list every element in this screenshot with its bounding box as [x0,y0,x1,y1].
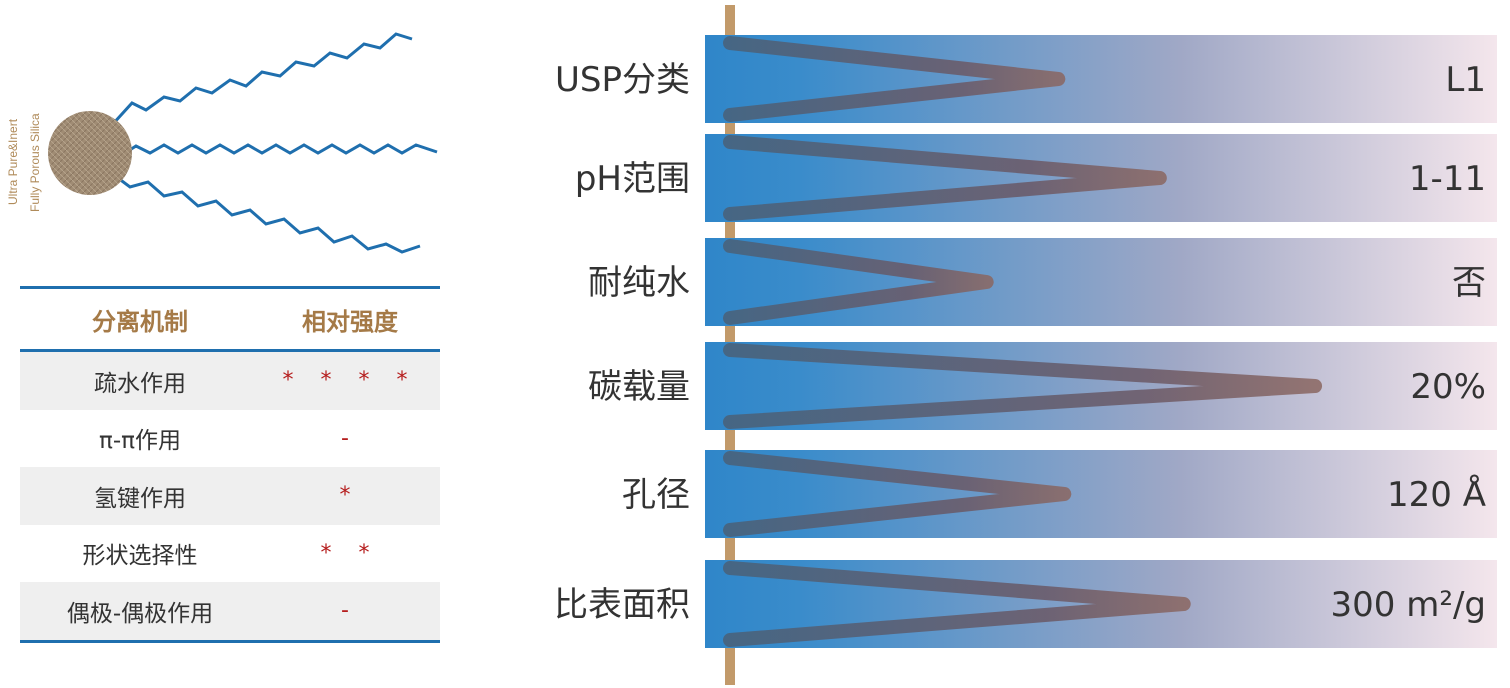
mechanism-cell: π-π作用 [99,428,181,455]
pole-segment [725,326,735,342]
mechanism-cell: 形状选择性 [82,543,198,570]
mechanism-cell: 疏水作用 [94,370,186,397]
pole-segment [725,430,735,450]
middle-chain [124,143,438,155]
particle-icon [48,111,132,195]
mechanism-cell: 偶极-偶极作用 [66,600,214,627]
spec-value: 120 Å [1387,474,1486,515]
spec-wedge [723,343,1323,429]
spec-label: 耐纯水 [588,263,690,303]
mechanism-cell: 氢键作用 [94,485,186,512]
header-strength: 相对强度 [302,307,398,336]
spec-value: L1 [1445,60,1486,100]
table-row: 偶极-偶极作用 - [20,582,440,640]
strength-cell: * * * * [282,368,418,394]
spec-label: 比表面积 [554,585,690,625]
spec-wedge [723,36,1066,122]
spec-value: 300 m²/g [1331,585,1487,625]
pole-segment [725,222,735,238]
table-row: 疏水作用 * * * * [20,352,440,410]
particle-label-line2: Fully Porous Silica [28,113,42,212]
upper-chain [110,32,413,127]
spec-value: 1-11 [1409,159,1486,199]
lower-chain [117,176,421,254]
particle-label-line1: Ultra Pure&Inert [6,118,20,205]
spec-wedge [723,239,994,325]
spec-label: 孔径 [622,475,690,515]
separation-mechanism-table: 分离机制 相对强度 疏水作用 * * * * π-π作用 - 氢键作用 * 形状… [20,286,440,643]
spec-wedge [723,561,1191,647]
spec-label: pH范围 [575,159,690,199]
table-row: 氢键作用 * [20,467,440,525]
spec-value: 20% [1410,367,1486,407]
strength-cell: * * [320,540,380,566]
strength-cell: * [339,483,361,509]
table-top-rule [20,286,440,289]
strength-cell: - [341,598,359,624]
spec-wedge [723,451,1072,537]
table-bottom-rule [20,639,440,643]
spec-wedge [723,135,1167,221]
silica-particle-illustration: Ultra Pure&Inert Fully Porous Silica [6,32,438,254]
spec-label: USP分类 [555,60,690,100]
table-row: 形状选择性 * * [20,525,440,583]
spec-label: 碳载量 [588,367,690,407]
header-mechanism: 分离机制 [92,307,188,336]
pole-segment [725,538,735,560]
spec-value: 否 [1452,263,1486,303]
table-header: 分离机制 相对强度 [20,289,440,349]
table-header-rule [20,349,440,352]
strength-cell: - [341,425,359,451]
table-row: π-π作用 - [20,410,440,468]
pole-segment [725,123,735,134]
spec-band [705,238,1497,326]
